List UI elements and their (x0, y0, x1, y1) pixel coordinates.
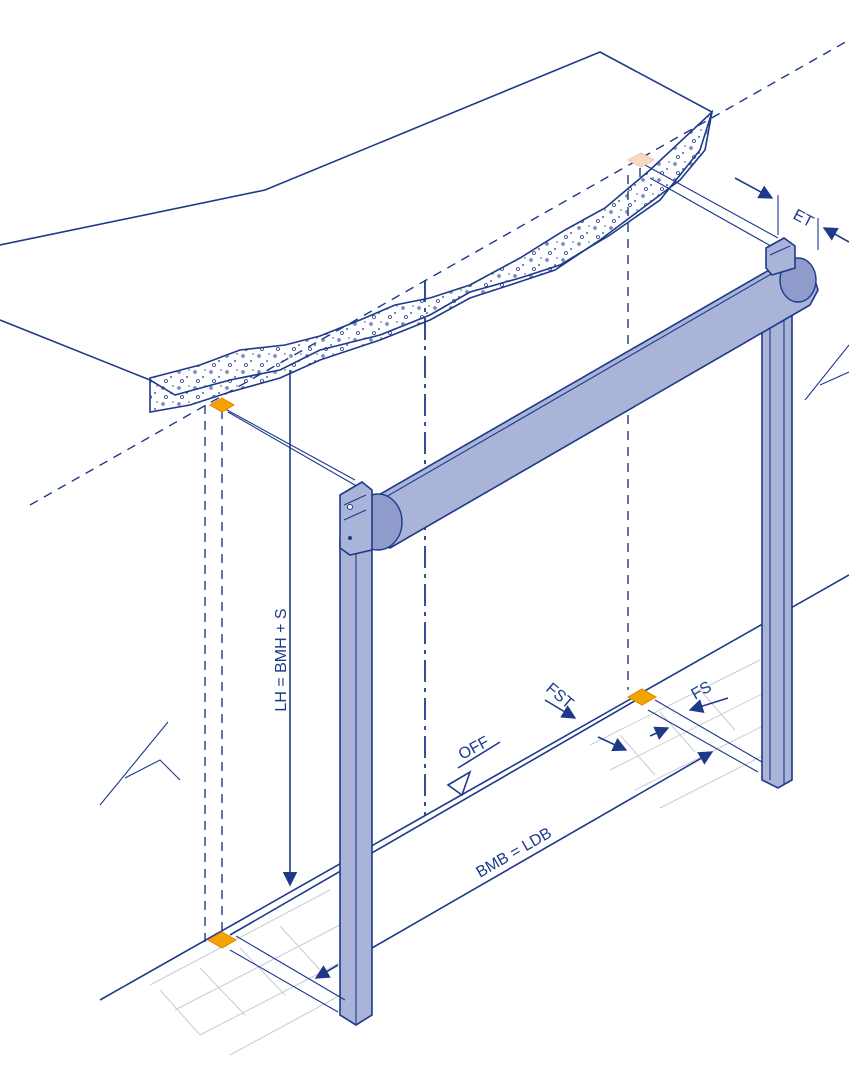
wall-hatch-left (99, 721, 181, 806)
bmb-dimension: BMB = LDB (371, 751, 714, 949)
ceiling-dashed-line (29, 39, 849, 506)
left-ceiling-link (217, 404, 361, 489)
bmb-label: BMB = LDB (474, 825, 555, 882)
off-level-symbol: OFF (446, 733, 501, 797)
ceiling-marker-right (626, 152, 656, 168)
wall-hatch-right (804, 344, 849, 401)
fst-dimension: FST (542, 680, 628, 752)
right-ceiling-link (644, 164, 779, 251)
ceiling-marker-left (209, 397, 235, 413)
floor-marker-left (206, 931, 238, 949)
right-post (761, 291, 793, 789)
fst-label: FST (542, 680, 576, 713)
left-mounting-bracket (339, 481, 373, 556)
off-label: OFF (456, 733, 492, 763)
ceiling-slab (0, 51, 714, 413)
left-offset-arrow (314, 964, 339, 979)
et-dimension: ET (734, 177, 849, 250)
et-label: ET (790, 207, 816, 232)
right-floor-link (647, 699, 763, 773)
left-floor-link (229, 935, 346, 1013)
floor-edge-line (99, 574, 849, 1001)
floor-tiles-right (589, 659, 776, 809)
lh-label: LH = BMH + S (273, 608, 290, 711)
lh-dimension: LH = BMH + S (273, 370, 298, 887)
slab-concrete-section (149, 109, 714, 413)
left-post (339, 531, 373, 1026)
floor-marker-right (626, 688, 658, 706)
right-mounting-bracket (765, 237, 796, 276)
fs-label: FS (689, 679, 715, 704)
floor-tiles-left (149, 889, 351, 1056)
fs-dimension: FS (649, 679, 729, 740)
floor-reference-line (229, 694, 646, 936)
